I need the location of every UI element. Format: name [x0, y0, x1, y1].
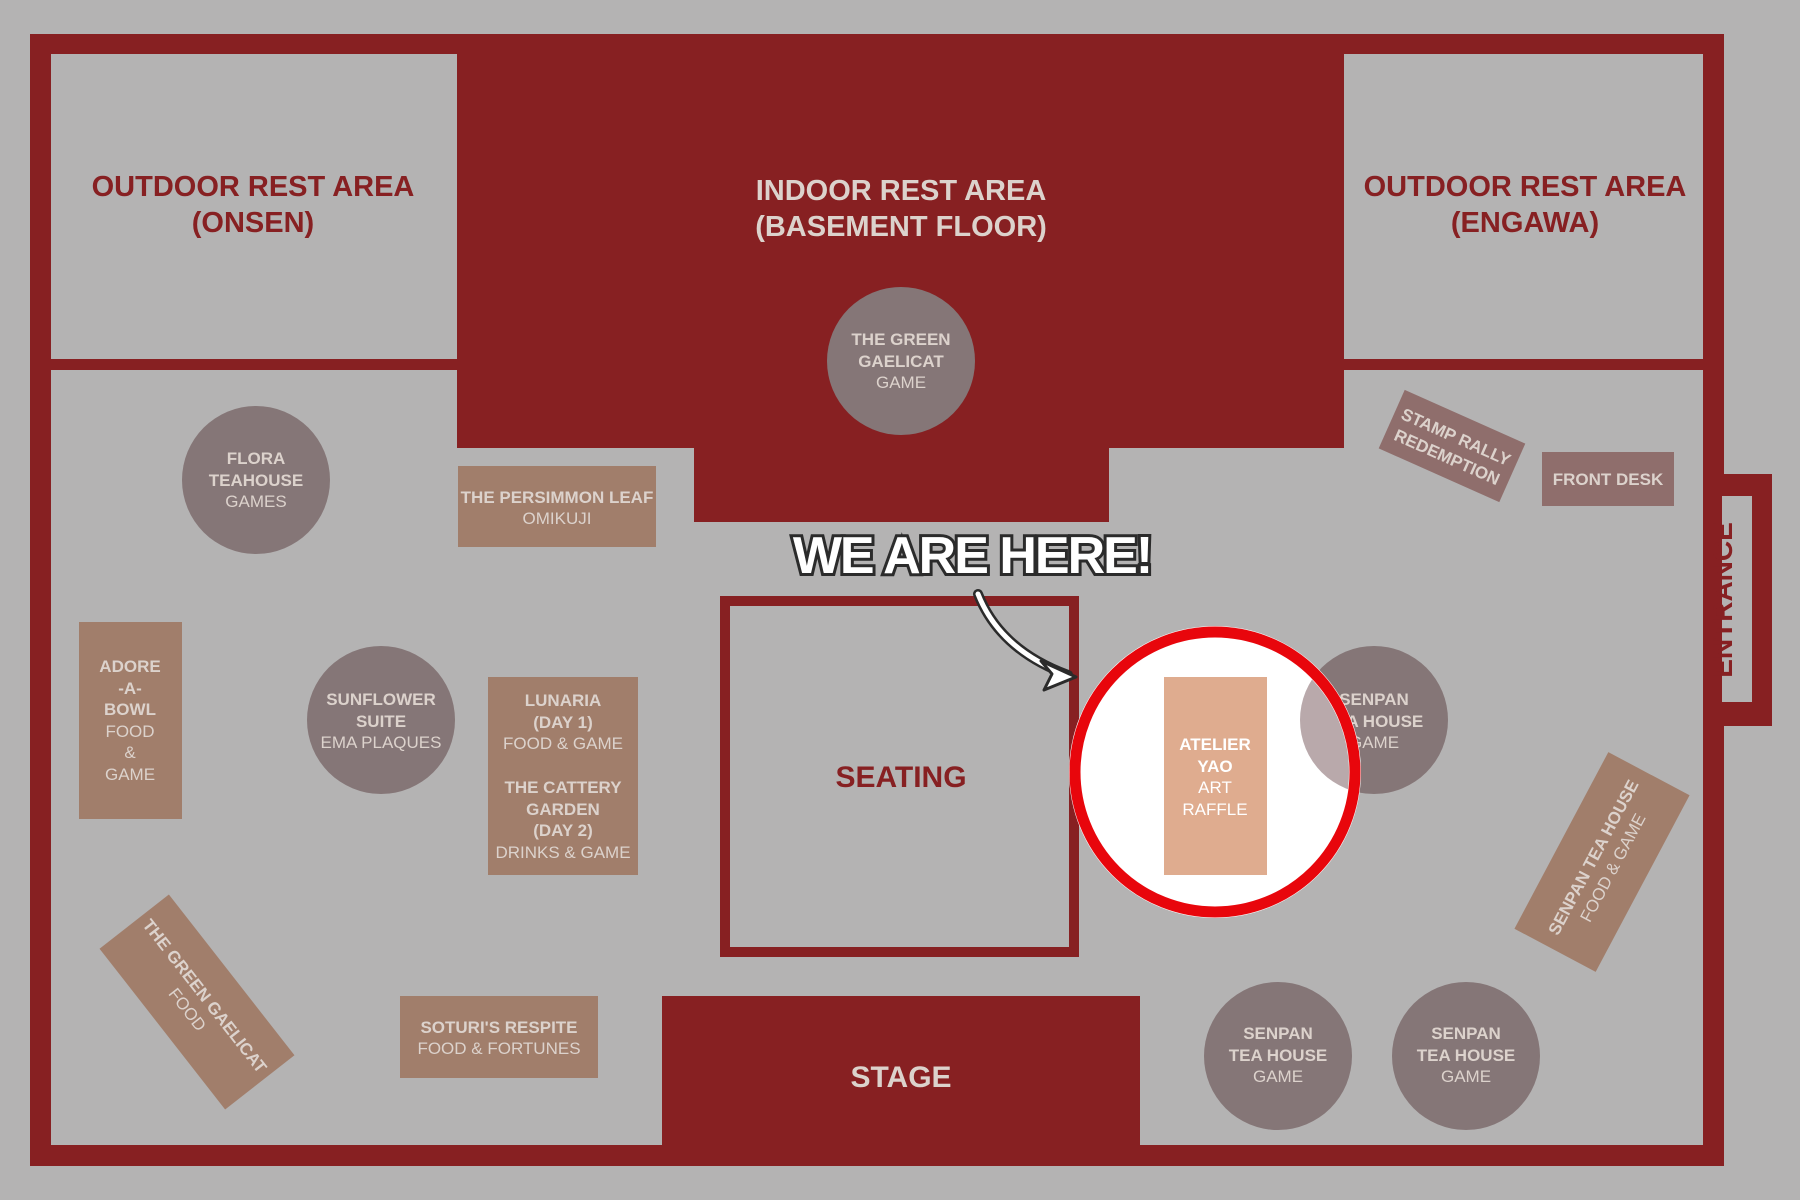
we-are-here-text: WE ARE HERE! [793, 527, 1151, 585]
stage-area[interactable] [662, 996, 1140, 1166]
booth-label: SENPAN [1243, 1024, 1313, 1043]
booth-label: THE GREEN [851, 330, 950, 349]
booth-category: & [124, 743, 136, 762]
booth-category: FOOD [105, 722, 154, 741]
entrance-label: ENTRANCE [1707, 522, 1738, 678]
booth-green-gaelicat-game[interactable]: THE GREEN GAELICAT GAME [827, 287, 975, 435]
booth-label: -A- [118, 679, 142, 698]
booth-label: THE PERSIMMON LEAF [461, 488, 654, 507]
booth-category: GAME [1349, 733, 1399, 752]
booth-senpan-tea-house-food[interactable]: SENPAN TEA HOUSE FOOD & GAME [1514, 752, 1690, 972]
booth-label: LUNARIA [525, 691, 602, 710]
engawa-label-line2: (ENGAWA) [1451, 207, 1599, 239]
booth-label: SENPAN [1431, 1024, 1501, 1043]
booth-label: FRONT DESK [1553, 470, 1664, 489]
booth-category: EMA PLAQUES [321, 733, 442, 752]
booth-soturis-respite[interactable]: SOTURI'S RESPITE FOOD & FORTUNES [400, 996, 598, 1078]
seating-label: SEATING [835, 761, 966, 794]
booth-adore-a-bowl[interactable]: ADORE -A- BOWL FOOD & GAME [79, 622, 182, 819]
onsen-label-line1: OUTDOOR REST AREA [92, 171, 415, 203]
indoor-label-line2: (BASEMENT FLOOR) [755, 211, 1047, 243]
booth-category: FOOD & GAME [503, 734, 623, 753]
booth-label: BOWL [104, 700, 156, 719]
booth-category: OMIKUJI [523, 509, 592, 528]
booth-label: ATELIER [1179, 735, 1250, 754]
booth-category: FOOD & FORTUNES [417, 1039, 580, 1058]
stage-label: STAGE [850, 1061, 951, 1094]
booth-label: SENPAN [1339, 690, 1409, 709]
booth-category: RAFFLE [1182, 800, 1247, 819]
booth-category: GAME [1253, 1067, 1303, 1086]
outdoor-rest-area-onsen[interactable] [51, 54, 457, 359]
booth-label: TEA HOUSE [1229, 1046, 1328, 1065]
booth-sunflower-suite[interactable]: SUNFLOWER SUITE EMA PLAQUES [307, 646, 455, 794]
booth-label: THE CATTERY [504, 778, 622, 797]
arrowhead-icon [1039, 659, 1078, 692]
booth-lunaria-cattery-garden[interactable]: LUNARIA (DAY 1) FOOD & GAME THE CATTERY … [488, 677, 638, 875]
booth-label: (DAY 1) [533, 713, 593, 732]
booth-label: (DAY 2) [533, 821, 593, 840]
booth-label: TEA HOUSE [1417, 1046, 1516, 1065]
booth-front-desk[interactable]: FRONT DESK [1542, 452, 1674, 506]
indoor-label-line1: INDOOR REST AREA [756, 175, 1047, 207]
booth-flora-teahouse[interactable]: FLORA TEAHOUSE GAMES [182, 406, 330, 554]
booth-label: FLORA [227, 449, 286, 468]
booth-label: YAO [1197, 757, 1232, 776]
booth-label: TEAHOUSE [209, 471, 303, 490]
entrance-opening [1722, 496, 1752, 702]
booth-label: GARDEN [526, 800, 600, 819]
outdoor-rest-area-engawa[interactable] [1344, 54, 1703, 359]
booth-category: GAME [876, 373, 926, 392]
booth-category: GAME [1441, 1067, 1491, 1086]
booth-label: SUNFLOWER [326, 690, 436, 709]
booth-category: ART [1198, 778, 1232, 797]
engawa-label-line1: OUTDOOR REST AREA [1364, 171, 1687, 203]
booth-category: GAMES [225, 492, 286, 511]
booth-label: ADORE [99, 657, 160, 676]
booth-label: GAELICAT [858, 352, 944, 371]
booth-senpan-tea-house-game-2[interactable]: SENPAN TEA HOUSE GAME [1392, 982, 1540, 1130]
booth-label: SOTURI'S RESPITE [420, 1018, 577, 1037]
we-are-here-callout: WE ARE HERE! [790, 524, 1156, 692]
booth-label: SUITE [356, 712, 406, 731]
booth-category: DRINKS & GAME [495, 843, 630, 862]
onsen-label-line2: (ONSEN) [192, 207, 314, 239]
booth-senpan-tea-house-game-1[interactable]: SENPAN TEA HOUSE GAME [1204, 982, 1352, 1130]
booth-category: GAME [105, 765, 155, 784]
main-floor [51, 370, 1703, 1145]
booth-persimmon-leaf[interactable]: THE PERSIMMON LEAF OMIKUJI [458, 466, 656, 547]
